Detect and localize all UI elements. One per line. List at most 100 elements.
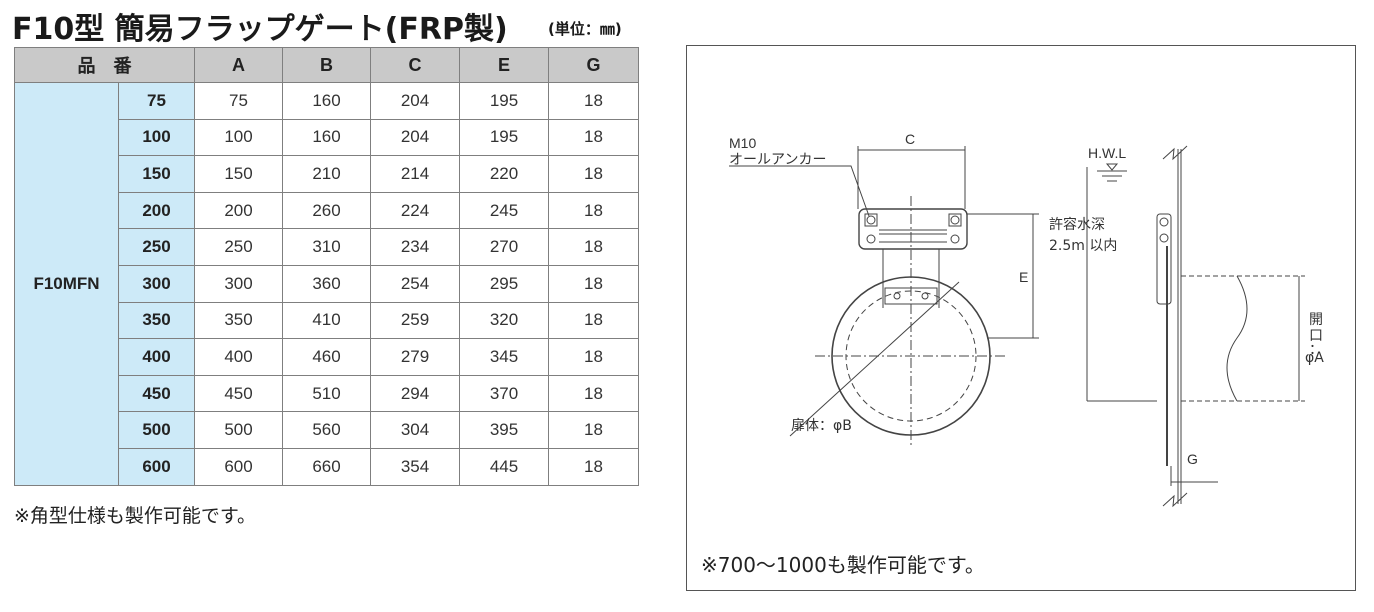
header-b: B — [282, 47, 371, 83]
opening-curve — [1226, 275, 1248, 402]
anchor-bolt-right — [950, 215, 960, 225]
value-e: 370 — [459, 374, 549, 413]
label-depth-1: 許容水深 — [1049, 216, 1105, 233]
label-c: C — [905, 131, 915, 147]
value-b: 410 — [282, 301, 371, 340]
value-g: 18 — [548, 301, 639, 340]
value-a: 150 — [194, 155, 283, 193]
technical-drawing: M10 オールアンカー C E 扉体：φB H.W.L 許容水深 2.5m 以内… — [729, 131, 1324, 508]
table-row: 400 400 460 279 345 18 — [15, 338, 639, 376]
value-c: 354 — [370, 447, 460, 486]
value-b: 160 — [282, 82, 371, 120]
unit-label: (単位：㎜) — [548, 20, 622, 38]
value-a: 500 — [194, 411, 283, 449]
value-e: 195 — [459, 118, 549, 157]
table-row: 250 250 310 234 270 18 — [15, 228, 639, 266]
model-cell: 150 — [118, 155, 195, 193]
model-cell: 600 — [118, 447, 195, 486]
label-depth-2: 2.5m 以内 — [1049, 238, 1117, 254]
hinge-plate — [884, 287, 938, 305]
value-g: 18 — [548, 228, 639, 266]
hinge-bolt-left — [893, 292, 901, 300]
value-b: 510 — [282, 374, 371, 413]
bolt-lower-left — [866, 234, 876, 244]
break-mark-bottom — [1162, 492, 1188, 508]
label-anchor: オールアンカー — [729, 152, 826, 168]
value-c: 224 — [370, 191, 460, 230]
mounting-frame — [858, 208, 968, 250]
label-hwl: H.W.L — [1088, 145, 1126, 161]
label-opening-3: ： — [1309, 342, 1323, 358]
value-b: 660 — [282, 447, 371, 486]
model-cell: 200 — [118, 191, 195, 230]
value-a: 350 — [194, 301, 283, 340]
value-g: 18 — [548, 374, 639, 413]
value-c: 214 — [370, 155, 460, 193]
model-cell: 500 — [118, 411, 195, 449]
value-b: 560 — [282, 411, 371, 449]
table-row: 500 500 560 304 395 18 — [15, 411, 639, 449]
value-c: 294 — [370, 374, 460, 413]
model-cell: 350 — [118, 301, 195, 340]
value-e: 220 — [459, 155, 549, 193]
value-g: 18 — [548, 155, 639, 193]
value-e: 245 — [459, 191, 549, 230]
bolt-lower-right — [950, 234, 960, 244]
value-g: 18 — [548, 118, 639, 157]
value-e: 270 — [459, 228, 549, 266]
model-cell: 300 — [118, 264, 195, 303]
model-cell: 75 — [118, 82, 195, 120]
value-b: 260 — [282, 191, 371, 230]
value-c: 279 — [370, 338, 460, 376]
hinge-bolt-right — [921, 292, 929, 300]
side-bolt-mid — [1159, 233, 1169, 243]
value-a: 200 — [194, 191, 283, 230]
table-row: 450 450 510 294 370 18 — [15, 374, 639, 413]
table-header-row: 品 番 A B C E G — [14, 47, 639, 83]
model-cell: 400 — [118, 338, 195, 376]
label-g: G — [1187, 451, 1198, 467]
model-cell: 450 — [118, 374, 195, 413]
page-title: F10型 簡易フラップゲート(FRP製) — [12, 12, 508, 47]
value-g: 18 — [548, 191, 639, 230]
drawing-note: ※700〜1000も製作可能です。 — [701, 553, 985, 577]
value-c: 254 — [370, 264, 460, 303]
table-row: 200 200 260 224 245 18 — [15, 191, 639, 230]
value-g: 18 — [548, 447, 639, 486]
hwl-triangle — [1105, 163, 1119, 171]
value-e: 320 — [459, 301, 549, 340]
model-cell: 250 — [118, 228, 195, 266]
value-g: 18 — [548, 338, 639, 376]
label-m10: M10 — [729, 135, 756, 151]
value-a: 450 — [194, 374, 283, 413]
value-e: 295 — [459, 264, 549, 303]
table-body: F10MFN 75 75 160 204 195 18 100 100 160 … — [14, 82, 639, 486]
table-row: 600 600 660 354 445 18 — [15, 447, 639, 486]
value-a: 250 — [194, 228, 283, 266]
value-b: 160 — [282, 118, 371, 157]
anchor-leader-line — [729, 165, 870, 217]
value-e: 345 — [459, 338, 549, 376]
break-mark-top — [1162, 145, 1188, 161]
value-b: 360 — [282, 264, 371, 303]
label-opening-1: 開 — [1309, 312, 1323, 328]
value-e: 395 — [459, 411, 549, 449]
value-a: 400 — [194, 338, 283, 376]
value-a: 100 — [194, 118, 283, 157]
value-b: 310 — [282, 228, 371, 266]
value-e: 445 — [459, 447, 549, 486]
anchor-box-left — [864, 213, 878, 227]
value-c: 259 — [370, 301, 460, 340]
value-b: 460 — [282, 338, 371, 376]
label-opening-4: φA — [1305, 350, 1324, 366]
header-c: C — [370, 47, 460, 83]
side-bolt-top — [1159, 217, 1169, 227]
value-g: 18 — [548, 411, 639, 449]
value-g: 18 — [548, 82, 639, 120]
label-e: E — [1019, 269, 1028, 285]
table-row: F10MFN 75 75 160 204 195 18 — [14, 82, 639, 486]
spec-table: 品 番 A B C E G F10MFN 75 75 160 204 195 1… — [14, 47, 639, 486]
table-row: 150 150 210 214 220 18 — [15, 155, 639, 193]
value-a: 300 — [194, 264, 283, 303]
